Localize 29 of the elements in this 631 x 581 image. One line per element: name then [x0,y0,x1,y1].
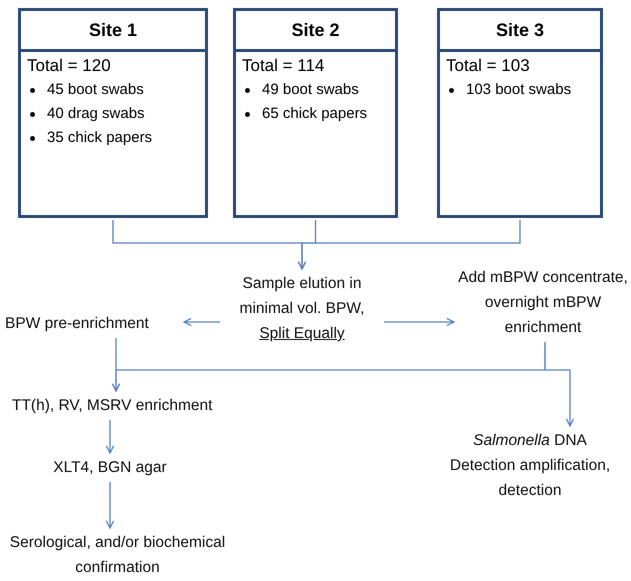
arrow [106,420,114,454]
site-card [233,8,398,218]
site-card [18,8,208,218]
step-text: Serological, and/or biochemical confirmation [5,530,230,580]
sample-list-item: 65 chick papers [262,104,368,124]
step-text: Split Equally [258,324,346,344]
sample-list-item: 40 drag swabs [47,104,145,124]
step-text: Sample elution in minimal vol. BPW, [238,274,366,319]
arrow [544,342,574,427]
site-heading: Site 3 [440,11,600,52]
total-count: Total = 120 [26,55,112,77]
step-text: Salmonella DNA Detection amplification, detection [440,428,620,503]
sample-list-item: 49 boot swabs [262,80,359,100]
sample-list-item: 35 chick papers [47,128,152,148]
total-count: Total = 103 [445,55,531,77]
sample-list-item: 45 boot swabs [47,80,144,100]
site-heading: Site 1 [21,11,205,52]
arrow [183,318,220,326]
step-text: TT(h), RV, MSRV enrichment [12,393,217,418]
step-text: Add mBPW concentrate, overnight mBPW enrichment [456,265,630,340]
sample-list-item: 103 boot swabs [466,80,572,100]
site-card [437,8,603,218]
total-count: Total = 114 [241,55,326,77]
site-heading: Site 2 [236,11,395,52]
arrow [106,482,114,529]
arrow [384,318,455,326]
step-text: XLT4, BGN agar [40,455,180,480]
step-text: BPW pre-enrichment [5,311,182,336]
arrow [298,220,521,270]
